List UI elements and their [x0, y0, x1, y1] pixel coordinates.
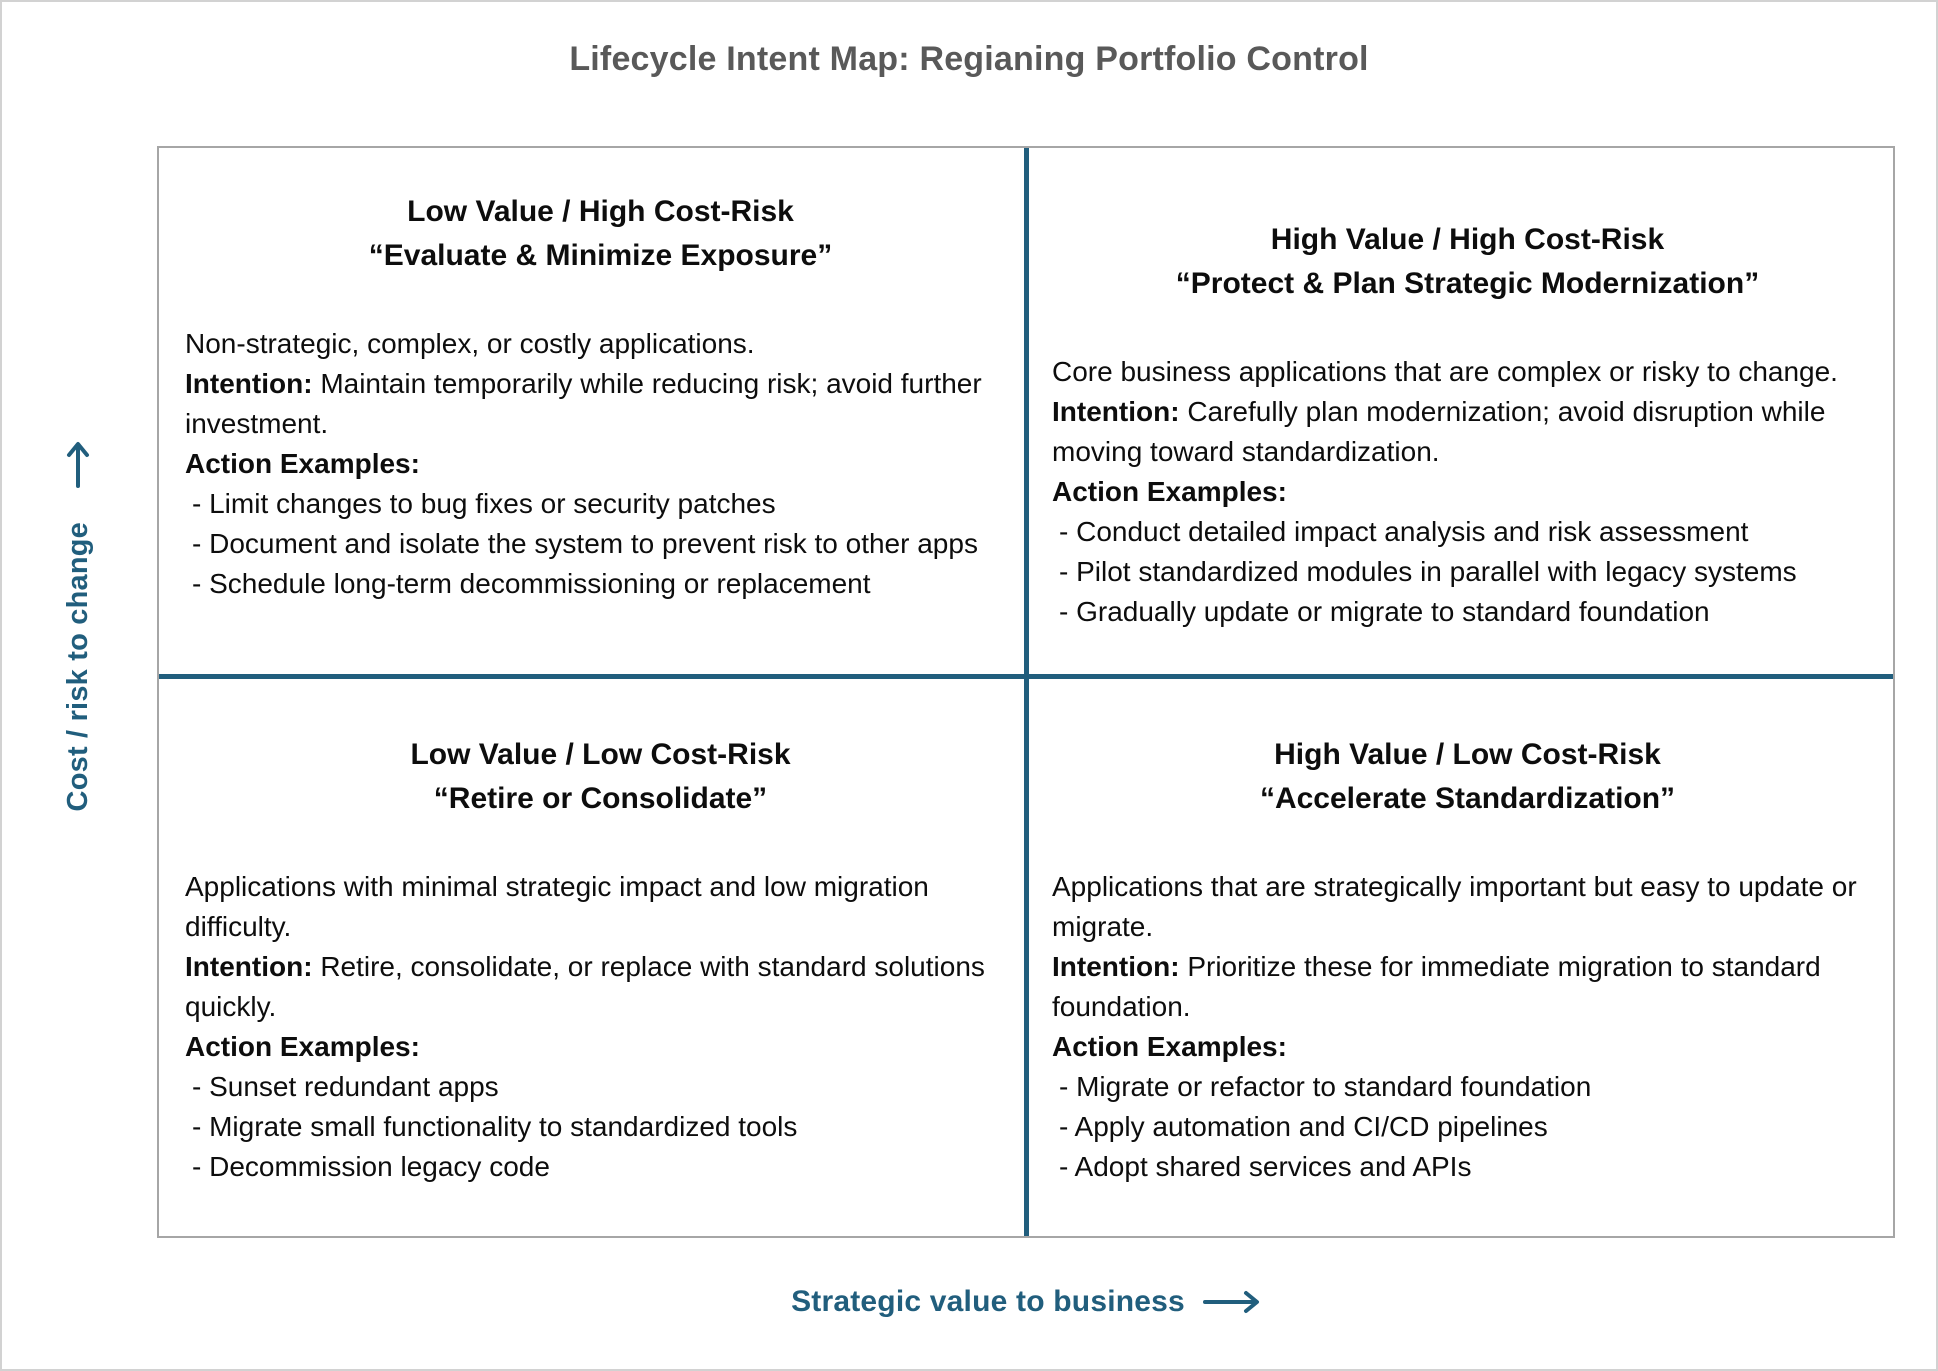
action-item: - Adopt shared services and APIs [1059, 1150, 1472, 1182]
action-item: - Document and isolate the system to pre… [192, 528, 978, 559]
action-item: - Gradually update or migrate to standar… [1059, 596, 1710, 627]
x-axis: Strategic value to business [157, 1285, 1895, 1319]
action-examples-label: Action Examples: [1052, 1030, 1287, 1062]
quadrant-title-line1: High Value / Low Cost-Risk [1274, 737, 1661, 771]
quadrant-intention: Intention: Retire, consolidate, or repla… [185, 947, 1016, 1027]
quadrant-title-line2: “Retire or Consolidate” [433, 781, 768, 815]
quadrant-body: Non-strategic, complex, or costly applic… [185, 324, 1016, 604]
page-title: Lifecycle Intent Map: Regianing Portfoli… [569, 40, 1369, 78]
intention-label: Intention: [185, 950, 313, 982]
intention-text: Prioritize these for immediate migration… [1052, 950, 1821, 1022]
quadrant-intention: Intention: Maintain temporarily while re… [185, 364, 1016, 444]
intention-text: Maintain temporarily while reducing risk… [185, 368, 982, 439]
action-item: - Migrate small functionality to standar… [192, 1110, 798, 1142]
quadrant-high-value-high-cost-risk: High Value / High Cost-Risk “Protect & P… [1026, 148, 1893, 677]
intention-label: Intention: [185, 368, 313, 399]
intention-label: Intention: [1052, 950, 1180, 982]
quadrant-description: Applications that are strategically impo… [1052, 870, 1857, 942]
action-item: - Decommission legacy code [192, 1150, 550, 1182]
right-arrow-icon [1202, 1291, 1259, 1313]
intention-text: Retire, consolidate, or replace with sta… [185, 950, 985, 1022]
quadrant-title: High Value / Low Cost-Risk “Accelerate S… [1052, 733, 1883, 821]
action-item: - Apply automation and CI/CD pipelines [1059, 1110, 1548, 1142]
y-axis-label: Cost / risk to change [61, 522, 94, 812]
intention-text: Carefully plan modernization; avoid disr… [1052, 396, 1826, 467]
quadrant-intention: Intention: Prioritize these for immediat… [1052, 947, 1883, 1027]
quadrant-description: Applications with minimal strategic impa… [185, 870, 929, 942]
quadrant-title-line2: “Evaluate & Minimize Exposure” [368, 239, 833, 272]
quadrant-low-value-high-cost-risk: Low Value / High Cost-Risk “Evaluate & M… [159, 148, 1026, 677]
action-item: - Schedule long-term decommissioning or … [192, 568, 871, 599]
horizontal-divider [159, 674, 1893, 680]
quadrant-body: Core business applications that are comp… [1052, 352, 1883, 632]
action-item: - Sunset redundant apps [192, 1070, 499, 1102]
action-examples-label: Action Examples: [185, 448, 420, 479]
quadrant-intention: Intention: Carefully plan modernization;… [1052, 392, 1883, 472]
quadrant-high-value-low-cost-risk: High Value / Low Cost-Risk “Accelerate S… [1026, 677, 1893, 1236]
action-item: - Pilot standardized modules in parallel… [1059, 556, 1797, 587]
quadrant-body: Applications with minimal strategic impa… [185, 867, 1016, 1187]
intention-label: Intention: [1052, 396, 1180, 427]
x-axis-label: Strategic value to business [791, 1285, 1185, 1318]
quadrant-title: Low Value / Low Cost-Risk “Retire or Con… [185, 733, 1016, 821]
quadrant-low-value-low-cost-risk: Low Value / Low Cost-Risk “Retire or Con… [159, 677, 1026, 1236]
quadrant-title-line1: High Value / High Cost-Risk [1270, 223, 1665, 256]
action-item: - Migrate or refactor to standard founda… [1059, 1070, 1592, 1102]
quadrant-title-line2: “Accelerate Standardization” [1259, 781, 1676, 815]
quadrant-title: High Value / High Cost-Risk “Protect & P… [1052, 218, 1883, 306]
action-examples-label: Action Examples: [185, 1030, 420, 1062]
quadrant-title-line2: “Protect & Plan Strategic Modernization” [1175, 267, 1760, 300]
up-arrow-icon [67, 442, 89, 488]
vertical-divider [1023, 148, 1029, 1236]
quadrant-title-line1: Low Value / High Cost-Risk [407, 195, 794, 228]
action-examples-label: Action Examples: [1052, 476, 1287, 507]
quadrant-matrix: Low Value / High Cost-Risk “Evaluate & M… [157, 146, 1895, 1238]
quadrant-body: Applications that are strategically impo… [1052, 867, 1883, 1187]
quadrant-description: Core business applications that are comp… [1052, 356, 1838, 387]
quadrant-title: Low Value / High Cost-Risk “Evaluate & M… [185, 190, 1016, 278]
quadrant-title-line1: Low Value / Low Cost-Risk [410, 737, 791, 771]
y-axis: Cost / risk to change [48, 440, 108, 811]
quadrant-description: Non-strategic, complex, or costly applic… [185, 328, 755, 359]
action-item: - Limit changes to bug fixes or security… [192, 488, 776, 519]
action-item: - Conduct detailed impact analysis and r… [1059, 516, 1749, 547]
